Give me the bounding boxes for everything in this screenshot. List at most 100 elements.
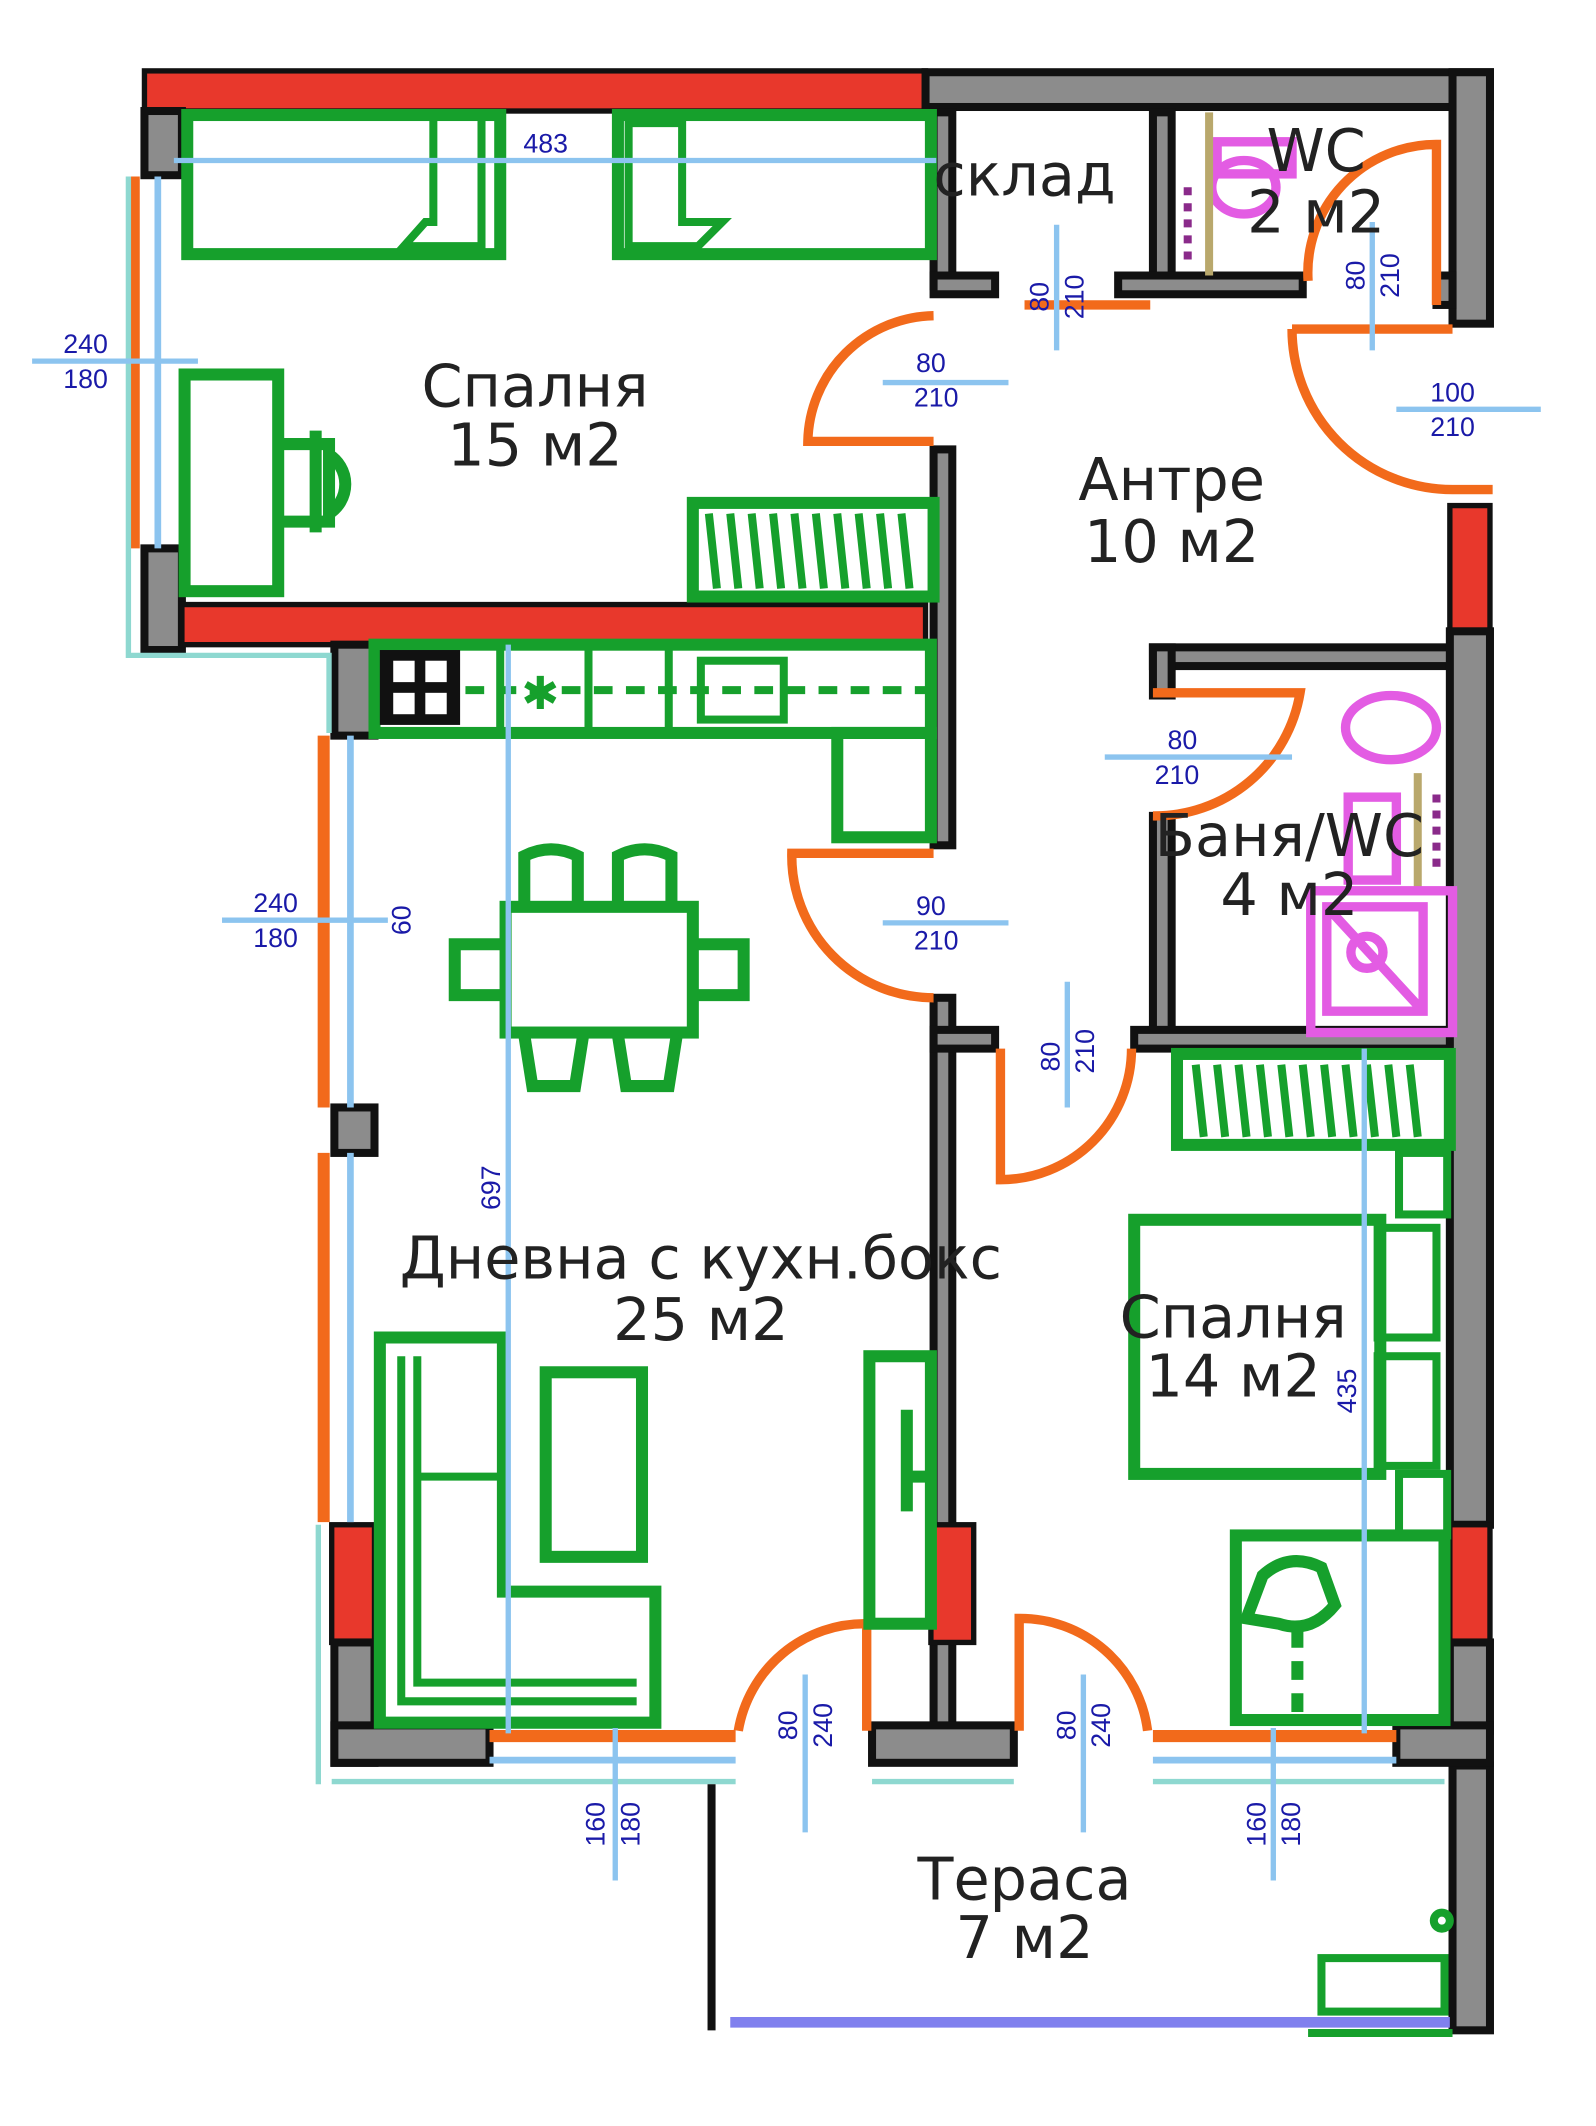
dimension-labels: 483 697 435 240 180 240 180 60 160 180 1…: [63, 128, 1475, 1846]
floor-plan-drawing: ✱: [32, 68, 1541, 2038]
sofa-back: [397, 1356, 637, 1706]
bedroom1-left-wall-top: [140, 106, 186, 180]
wc-bottom-wall: [1114, 271, 1307, 299]
terrace-bench: [1317, 1954, 1449, 2016]
wc-name: WC: [1266, 116, 1365, 185]
bath-toilet: [1340, 690, 1442, 765]
dining-table: [499, 900, 699, 1039]
dim-bedroom2-door-h: 210: [1070, 1029, 1100, 1074]
dim-wc-door-w: 80: [1340, 261, 1370, 291]
wardrobe-2: [1170, 1047, 1456, 1151]
bedroom1-door: [803, 310, 934, 447]
stove: [379, 650, 461, 725]
shower: [1306, 886, 1458, 1038]
bedroom1-name: Спалня: [421, 352, 648, 421]
dim-living-window-sill: 60: [387, 905, 417, 935]
living-bottom-wall: [330, 1721, 494, 1767]
walls: [140, 68, 1494, 2035]
dining-chair-6: [695, 938, 750, 1002]
windows: [125, 176, 1445, 1785]
bedroom1-window-frame: [125, 176, 332, 733]
bath-door: [1152, 688, 1306, 821]
bedroom2-name: Спалня: [1120, 1283, 1347, 1352]
storage-name: склад: [933, 140, 1115, 209]
living-name: Дневна с кухн.бокс: [400, 1224, 1002, 1293]
bath-name: Баня/WC: [1155, 801, 1424, 870]
living-door: [787, 848, 934, 1003]
wc-toilet-tank: [1212, 137, 1297, 179]
bedroom2-area: 14 м2: [1145, 1341, 1320, 1410]
bed-2-pillow: [624, 119, 732, 251]
dining-chair-2: [611, 843, 678, 905]
stove-burner-3: [393, 692, 415, 715]
terrace-area: 7 м2: [956, 1903, 1094, 1972]
shower-drain: [1346, 931, 1388, 974]
hall-name: Антре: [1078, 445, 1265, 514]
bedroom1-left-wall-bottom: [140, 544, 186, 655]
nightstand-1: [1395, 1148, 1452, 1219]
stove-burner-4: [425, 692, 447, 715]
bath-top-wall: [1148, 643, 1457, 671]
kitchen-cabinet: [831, 726, 937, 844]
desk-2: [1229, 1529, 1451, 1727]
hall-stub: [929, 1025, 1000, 1053]
kitchen-fan-icon: ✱: [521, 667, 559, 720]
wardrobe-2-hangers: [1191, 1064, 1422, 1138]
nightstand-2: [1395, 1469, 1452, 1540]
middle-bottom-wall: [868, 1721, 1018, 1767]
dim-bath-door-h: 210: [1155, 760, 1200, 790]
dining-chair-5: [448, 938, 503, 1002]
wc-area: 2 м2: [1247, 178, 1385, 247]
dim-living-window-w: 240: [253, 888, 298, 918]
terrace-right-wall: [1448, 1761, 1494, 2035]
bed-3-pillow-2: [1373, 1352, 1441, 1470]
stove-burner-1: [393, 660, 415, 683]
bedroom1-top-wall: [141, 68, 929, 114]
wardrobe-1-hangers: [704, 513, 914, 589]
dim-storage-door-w: 80: [1025, 282, 1055, 312]
right-wall-lower: [1445, 1638, 1494, 1735]
dim-bedroom1-door-h: 210: [914, 383, 959, 413]
furniture: ✱: [178, 109, 1456, 1729]
dim-living-length: 697: [476, 1165, 506, 1210]
wc-door: [1303, 139, 1442, 305]
right-wall-red-lower: [1447, 1522, 1493, 1646]
bath-area: 4 м2: [1220, 860, 1358, 929]
storage-stub: [929, 271, 1000, 299]
bedroom1-bottom-wall: [179, 601, 929, 648]
right-wall-red-upper: [1447, 502, 1493, 634]
dim-living-door-w: 90: [916, 891, 946, 921]
living-left-wall-top: [330, 640, 379, 740]
dim-living-window-h: 180: [253, 923, 298, 953]
room-labels: Спалня 15 м2 склад WC 2 м2 Антре 10 м2 Б…: [400, 116, 1424, 1972]
middle-red-column: [928, 1522, 977, 1646]
bedroom2-door: [995, 1048, 1137, 1185]
dim-wc-door-h: 210: [1375, 253, 1405, 298]
bath-sink: [1343, 792, 1402, 885]
dim-terrace-door1-h: 240: [808, 1703, 838, 1748]
bed-3-pillow-1: [1373, 1223, 1441, 1342]
bed-1-pillow: [394, 111, 486, 251]
terrace-name: Тераса: [917, 1844, 1132, 1913]
dimension-lines: [32, 157, 1541, 1881]
terrace-tap: [1429, 1908, 1454, 1933]
dim-bedroom2-length: 435: [1332, 1369, 1362, 1414]
bed-2: [611, 109, 937, 261]
dim-bedroom2-window-h: 180: [1276, 1802, 1306, 1847]
dining-chair-3: [518, 1034, 590, 1093]
dim-terrace-door2-h: 240: [1086, 1703, 1116, 1748]
dim-bedroom2-door-w: 80: [1035, 1042, 1065, 1072]
sofa: [373, 1331, 662, 1729]
bedroom2-bottom-wall: [1392, 1721, 1494, 1767]
tv: [900, 1409, 926, 1512]
dim-bedroom2-window-w: 160: [1241, 1802, 1271, 1847]
dining-chair-4: [611, 1034, 683, 1093]
right-wall-middle: [1445, 627, 1494, 1529]
dim-bath-door-w: 80: [1167, 725, 1197, 755]
right-wall-upper: [1448, 68, 1494, 328]
dim-bedroom1-width: 483: [523, 128, 568, 158]
wc-left-wall: [1148, 108, 1176, 291]
living-column: [330, 1103, 379, 1157]
tv-unit: [863, 1350, 937, 1630]
sanitary: [1183, 112, 1458, 1038]
